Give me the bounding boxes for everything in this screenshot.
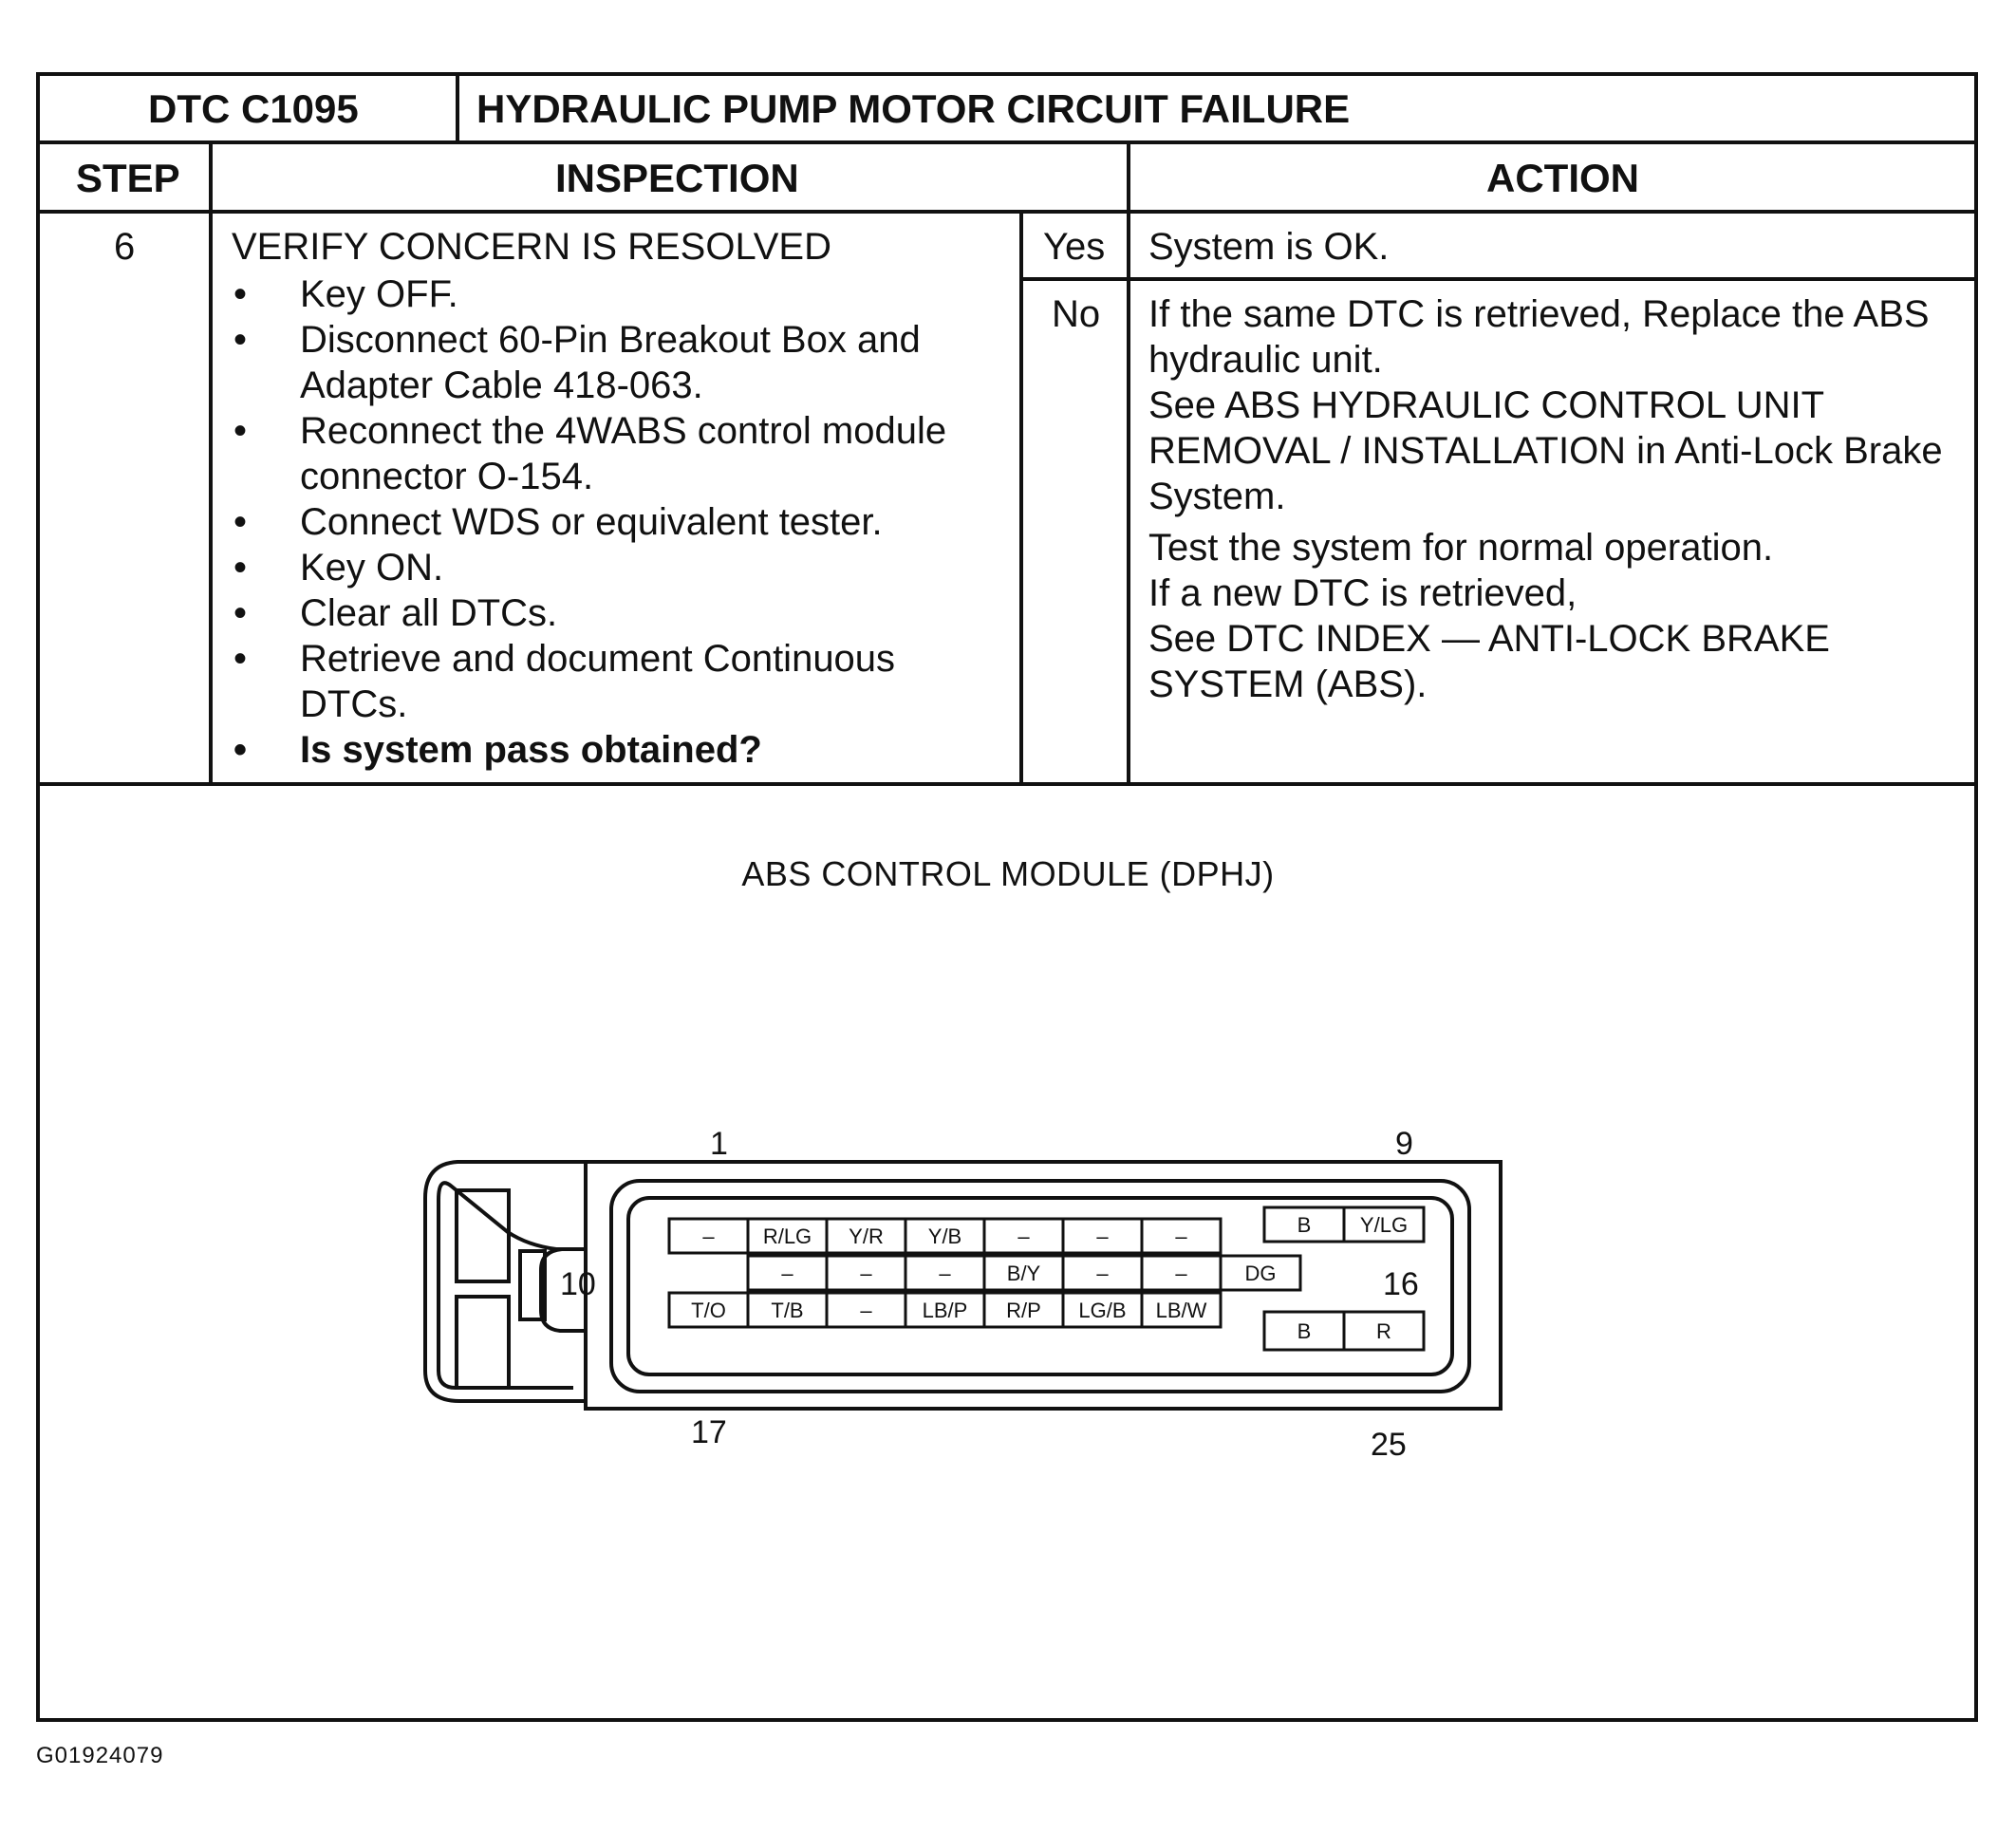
pin-label: R/LG xyxy=(763,1224,812,1248)
no-action-line: If a new DTC is retrieved, xyxy=(1148,572,1577,614)
no-action-line: See ABS HYDRAULIC CONTROL UNIT xyxy=(1148,384,1825,426)
rule-below-title xyxy=(36,140,1978,144)
pin-label: LB/P xyxy=(923,1299,968,1322)
rule-action-divider xyxy=(1127,140,1130,784)
pin-number-25: 25 xyxy=(1371,1427,1407,1463)
pin-label: T/O xyxy=(691,1299,726,1322)
rule-below-step-row xyxy=(36,782,1978,786)
rule-below-column-headers xyxy=(36,210,1978,214)
inspection-step: Key OFF. xyxy=(232,271,1010,317)
pin-label: – xyxy=(1175,1262,1187,1285)
no-label: No xyxy=(1052,293,1101,335)
pin-cell xyxy=(1342,1310,1426,1352)
rule-step-divider xyxy=(209,140,213,784)
pin-label: – xyxy=(1096,1262,1109,1285)
pin-label: Y/B xyxy=(928,1224,961,1248)
no-action-line: System. xyxy=(1148,476,1286,517)
dtc-table-frame xyxy=(36,72,1978,1722)
pin-label: – xyxy=(781,1262,793,1285)
no-action-line: If the same DTC is retrieved, Replace th… xyxy=(1148,293,1930,335)
pin-label: – xyxy=(939,1262,951,1285)
no-action-line: REMOVAL / INSTALLATION in Anti-Lock Brak… xyxy=(1148,430,1943,472)
pin-number-1: 1 xyxy=(710,1126,728,1162)
pin-number-9: 9 xyxy=(1395,1126,1413,1162)
connector-latch-inner xyxy=(437,1181,573,1390)
pin-cell xyxy=(1140,1217,1223,1255)
pin-number-16: 16 xyxy=(1383,1266,1419,1302)
figure-id: G01924079 xyxy=(36,1743,164,1768)
inspection-title: VERIFY CONCERN IS RESOLVED xyxy=(232,226,831,268)
inspection-steps-list: Key OFF. Disconnect 60-Pin Breakout Box … xyxy=(232,271,1010,773)
yes-action: System is OK. xyxy=(1148,226,1390,268)
connector-body xyxy=(584,1160,1503,1411)
pin-label: – xyxy=(860,1262,872,1285)
pin-cell xyxy=(1140,1291,1223,1329)
pin-cell xyxy=(1219,1254,1302,1292)
column-header-inspection: INSPECTION xyxy=(555,156,799,200)
pin-label: Y/R xyxy=(849,1224,884,1248)
inspection-step: Connect WDS or equivalent tester. xyxy=(232,499,1010,545)
pin-label: – xyxy=(1175,1224,1187,1248)
connector-cavity-inner xyxy=(626,1196,1454,1376)
inspection-step: Key ON. xyxy=(232,545,1010,590)
no-action-line: Test the system for normal operation. xyxy=(1148,527,1774,569)
inspection-question: Is system pass obtained? xyxy=(232,727,1010,773)
rule-below-yes-row xyxy=(1023,277,1978,281)
no-action-line: hydraulic unit. xyxy=(1148,339,1383,381)
dtc-code: DTC C1095 xyxy=(148,86,359,131)
pin-label: – xyxy=(1017,1224,1030,1248)
inspection-step: Reconnect the 4WABS control module conne… xyxy=(232,408,1010,499)
column-header-step: STEP xyxy=(76,156,180,200)
column-header-action: ACTION xyxy=(1486,156,1639,200)
rule-title-divider xyxy=(456,72,459,142)
pin-label: – xyxy=(860,1299,872,1322)
pin-label: – xyxy=(702,1224,715,1248)
pin-label: T/B xyxy=(771,1299,803,1322)
pin-label: LB/W xyxy=(1156,1299,1207,1322)
pin-label: Y/LG xyxy=(1360,1213,1408,1237)
dtc-title: HYDRAULIC PUMP MOTOR CIRCUIT FAILURE xyxy=(476,86,1351,131)
connector-cavity-outer xyxy=(609,1179,1471,1393)
rule-yes-no-divider xyxy=(1019,210,1023,784)
latch-slot-lower xyxy=(455,1295,511,1390)
pin-label: B xyxy=(1297,1319,1312,1343)
no-action: If the same DTC is retrieved, Replace th… xyxy=(1148,291,1984,707)
no-action-line: SYSTEM (ABS). xyxy=(1148,664,1428,705)
pin-cell xyxy=(1342,1206,1426,1243)
pin-number-10: 10 xyxy=(560,1266,596,1302)
step-number: 6 xyxy=(114,226,136,268)
pin-label: DG xyxy=(1245,1262,1277,1285)
diagram-title: ABS CONTROL MODULE (DPHJ) xyxy=(741,854,1275,893)
pin-label: R/P xyxy=(1006,1299,1041,1322)
no-action-line: See DTC INDEX — ANTI-LOCK BRAKE xyxy=(1148,618,1830,660)
inspection-step: Retrieve and document Continuous DTCs. xyxy=(232,636,1010,727)
latch-slot-upper xyxy=(455,1188,511,1283)
pin-label: LG/B xyxy=(1078,1299,1126,1322)
inspection-step: Clear all DTCs. xyxy=(232,590,1010,636)
latch-key xyxy=(518,1249,547,1321)
pin-label: B xyxy=(1297,1213,1312,1237)
pin-label: R xyxy=(1376,1319,1391,1343)
pin-label: – xyxy=(1096,1224,1109,1248)
pin-number-17: 17 xyxy=(691,1414,727,1450)
yes-label: Yes xyxy=(1043,226,1106,268)
inspection-step: Disconnect 60-Pin Breakout Box and Adapt… xyxy=(232,317,1010,408)
pin-label: B/Y xyxy=(1007,1262,1041,1285)
